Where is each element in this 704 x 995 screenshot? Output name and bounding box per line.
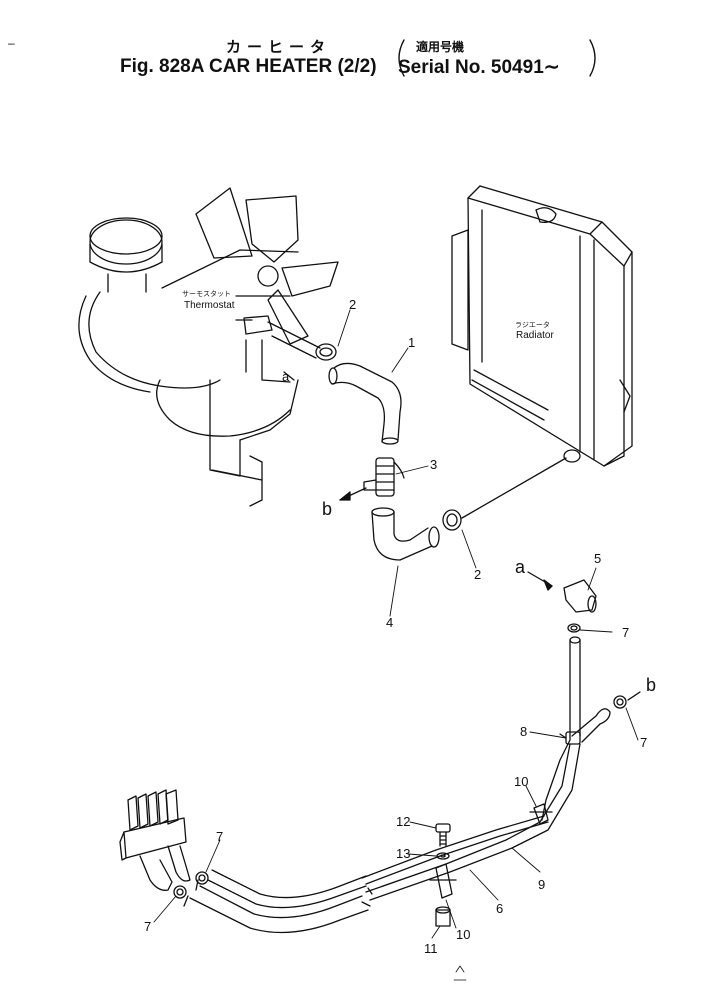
hose-4 <box>371 507 440 561</box>
hose-lower-2 <box>207 869 367 909</box>
callout-7-top: 7 <box>622 625 630 640</box>
callout-8: 8 <box>520 724 528 739</box>
clamp-middle <box>442 509 462 531</box>
thermostat-label: Thermostat <box>184 300 235 311</box>
ref-b-hose: b <box>646 675 657 695</box>
callout-4: 4 <box>386 615 394 630</box>
leader-lines <box>153 309 639 939</box>
serial-range: Serial No. 50491∼ <box>398 57 560 78</box>
paren-right <box>589 39 596 77</box>
callout-6: 6 <box>496 901 504 916</box>
callout-1: 1 <box>408 335 416 350</box>
clip-10-upper <box>529 803 553 825</box>
washer-13 <box>436 852 450 860</box>
clamp-top <box>315 343 337 361</box>
paren-left <box>398 39 405 77</box>
callout-10-lower: 10 <box>456 927 471 942</box>
callout-12: 12 <box>396 814 411 829</box>
callout-2-top: 2 <box>349 297 357 312</box>
hose-1 <box>328 362 402 445</box>
callout-9: 9 <box>538 877 546 892</box>
hose-vertical <box>541 636 581 821</box>
callout-13: 13 <box>396 846 411 861</box>
elbow-fitting-5 <box>563 579 597 613</box>
ref-b-tee: b <box>322 499 333 519</box>
clamp-7-top <box>567 623 581 633</box>
arrowhead-b-mid <box>339 491 351 501</box>
callout-10-upper: 10 <box>514 774 529 789</box>
clamp-7-right <box>613 695 627 709</box>
hose-b-right <box>571 708 611 743</box>
figure-title: Fig. 828A CAR HEATER (2/2) <box>120 56 377 77</box>
ref-a-engine: a <box>282 369 290 384</box>
callout-3: 3 <box>430 457 438 472</box>
hose-lower <box>183 879 373 934</box>
nut-11 <box>435 906 451 927</box>
callout-7-right: 7 <box>640 735 648 750</box>
clip-10-lower <box>429 863 457 899</box>
callout-11: 11 <box>424 941 438 956</box>
clamp-7-left-b <box>173 885 187 899</box>
thermostat-fitting <box>243 315 321 359</box>
pipe-9 <box>365 743 581 901</box>
margin-mark: – <box>8 36 15 50</box>
callout-5: 5 <box>594 551 602 566</box>
serial-japanese: 適用号機 <box>416 40 465 54</box>
radiator-label: Radiator <box>516 330 554 341</box>
scan-mark <box>453 965 467 981</box>
clamp-7-left-a <box>195 871 209 885</box>
hose-to-radiator <box>461 457 567 519</box>
engine-body <box>78 217 299 507</box>
tee-fitting-3 <box>363 457 405 497</box>
radiator <box>451 185 633 467</box>
callout-7-left-a: 7 <box>216 829 224 844</box>
heater-unit <box>119 789 191 891</box>
arrowhead-a-mid <box>543 579 553 591</box>
title-japanese: カーヒータ <box>226 38 332 56</box>
arrow-a-engine <box>283 371 295 381</box>
callout-7-left-b: 7 <box>144 919 152 934</box>
ref-a-elbow: a <box>515 557 526 577</box>
arrow-b-right <box>627 691 641 701</box>
bolt-12 <box>435 823 451 847</box>
pipe-6 <box>361 815 549 885</box>
fan <box>195 187 339 345</box>
thermostat-label-jp: サーモスタット <box>182 290 231 298</box>
callout-2-mid: 2 <box>474 567 482 582</box>
radiator-label-jp: ラジエータ <box>515 321 550 329</box>
